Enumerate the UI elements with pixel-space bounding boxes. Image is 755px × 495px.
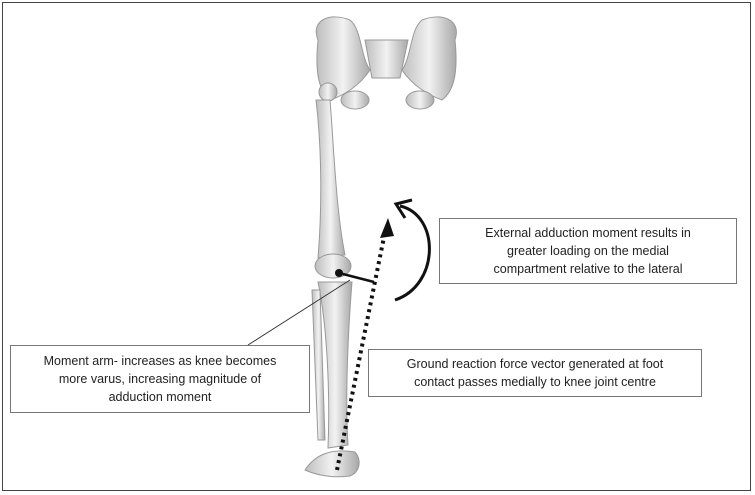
adduction-moment-arrow xyxy=(394,204,431,302)
label-line: adduction moment xyxy=(108,390,212,404)
label-line: Moment arm- increases as knee becomes xyxy=(43,354,277,368)
ground-reaction-force-vector xyxy=(335,231,387,471)
moment-arrowhead-icon xyxy=(393,198,413,219)
adduction-moment-label: External adduction moment results in gre… xyxy=(439,218,737,284)
femur xyxy=(314,82,352,279)
foot xyxy=(304,450,360,478)
label-line: Ground reaction force vector generated a… xyxy=(406,357,664,371)
ground-reaction-label: Ground reaction force vector generated a… xyxy=(368,349,702,397)
label-line: contact passes medially to knee joint ce… xyxy=(414,375,656,389)
moment-arm-label: Moment arm- increases as knee becomes mo… xyxy=(10,345,310,413)
label-line: External adduction moment results in xyxy=(485,226,691,240)
label-line: more varus, increasing magnitude of xyxy=(58,372,262,386)
pelvis xyxy=(315,16,457,110)
moment-arm-pointer xyxy=(247,279,351,346)
label-line: compartment relative to the lateral xyxy=(493,262,683,276)
tibia-fibula xyxy=(311,281,353,449)
label-line: greater loading on the medial xyxy=(507,244,669,258)
force-arrowhead-icon xyxy=(380,218,394,238)
moment-arm-line xyxy=(338,271,375,284)
